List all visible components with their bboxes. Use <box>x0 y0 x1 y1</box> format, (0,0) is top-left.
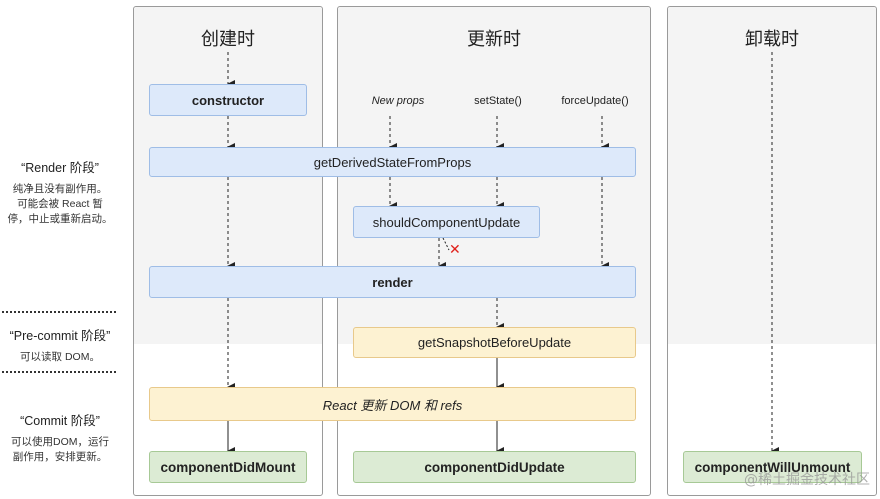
phase-divider-top <box>2 311 116 313</box>
snapshot-box: getSnapshotBeforeUpdate <box>353 327 636 358</box>
unmount-render-area <box>668 7 876 344</box>
unmount-column-title: 卸载时 <box>745 29 799 50</box>
mount-column: 创建时 <box>133 6 323 496</box>
commit-phase-title: “Commit 阶段” <box>20 414 100 428</box>
get-derived-state-box: getDerivedStateFromProps <box>149 147 636 177</box>
trigger-force-update: forceUpdate() <box>561 95 629 107</box>
trigger-set-state: setState() <box>474 95 522 107</box>
cancel-icon: ✕ <box>449 242 461 258</box>
precommit-phase-label: “Pre-commit 阶段” 可以读取 DOM。 <box>0 325 120 365</box>
should-component-update-box: shouldComponentUpdate <box>353 206 540 238</box>
did-update-box: componentDidUpdate <box>353 451 636 483</box>
precommit-phase-title: “Pre-commit 阶段” <box>9 329 111 343</box>
render-box: render <box>149 266 636 298</box>
render-phase-desc-3: 停，中止或重新启动。 <box>7 213 113 225</box>
commit-phase-desc-1: 可以使用DOM，运行 <box>11 436 109 448</box>
trigger-new-props: New props <box>371 95 425 107</box>
phase-divider-bottom <box>2 371 116 373</box>
render-phase-title: “Render 阶段” <box>21 161 99 175</box>
will-unmount-box: componentWillUnmount <box>683 451 862 483</box>
commit-phase-label: “Commit 阶段” 可以使用DOM，运行 副作用，安排更新。 <box>0 410 120 465</box>
render-phase-desc-2: 可能会被 React 暂 <box>17 198 103 210</box>
precommit-phase-desc: 可以读取 DOM。 <box>20 351 100 363</box>
react-updates-dom-box: React 更新 DOM 和 refs <box>149 387 636 421</box>
update-column: 更新时 <box>337 6 651 496</box>
commit-phase-desc-2: 副作用，安排更新。 <box>12 451 108 463</box>
constructor-box: constructor <box>149 84 307 116</box>
render-phase-label: “Render 阶段” 纯净且没有副作用。 可能会被 React 暂 停，中止或… <box>0 157 120 227</box>
watermark: @稀土掘金技术社区 <box>744 472 870 488</box>
update-column-title: 更新时 <box>467 29 521 50</box>
unmount-column: 卸载时 <box>667 6 877 496</box>
did-mount-box: componentDidMount <box>149 451 307 483</box>
mount-column-title: 创建时 <box>201 29 255 50</box>
render-phase-desc-1: 纯净且没有副作用。 <box>12 183 108 195</box>
